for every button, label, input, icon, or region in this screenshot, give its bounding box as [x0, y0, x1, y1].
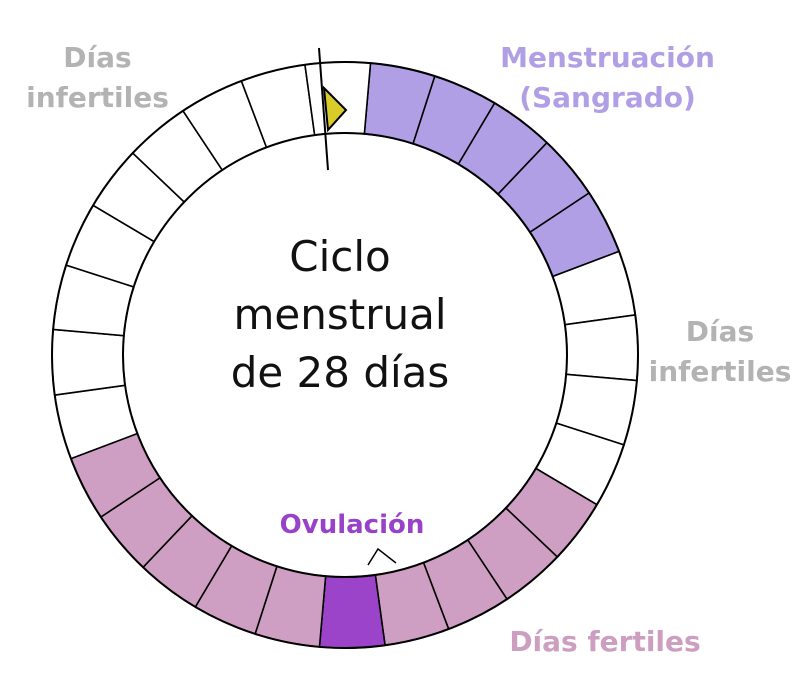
label-line: Días	[685, 315, 755, 348]
day-segment-ovulation	[318, 574, 386, 649]
day-segment-infertile	[564, 314, 639, 382]
inner-ring-outline	[122, 132, 568, 578]
menstruation-label: Menstruación (Sangrado)	[490, 38, 725, 118]
label-line: Días	[63, 41, 132, 74]
label-line: infertiles	[648, 355, 792, 388]
infertile-days-label-left: Días infertiles	[15, 38, 180, 118]
cycle-start-line	[318, 47, 329, 171]
cycle-title-line: Ciclo	[289, 232, 391, 281]
label-line: Menstruación	[500, 41, 715, 74]
day-segment-infertile	[304, 61, 372, 136]
day-segment-infertile	[51, 328, 126, 396]
cycle-start-marker	[322, 85, 348, 133]
label-line: infertiles	[26, 81, 169, 114]
cycle-title-line: menstrual	[233, 290, 447, 339]
cycle-title-line: de 28 días	[230, 348, 450, 397]
outer-ring-outline	[51, 61, 639, 649]
ovulation-pointer	[367, 547, 397, 566]
infertile-days-label-right: Días infertiles	[640, 312, 800, 392]
label-line: (Sangrado)	[519, 81, 696, 114]
fertile-days-label: Días fertiles	[509, 625, 701, 658]
cycle-title: Ciclo menstrual de 28 días	[200, 228, 480, 402]
ovulation-label: Ovulación	[279, 510, 425, 540]
